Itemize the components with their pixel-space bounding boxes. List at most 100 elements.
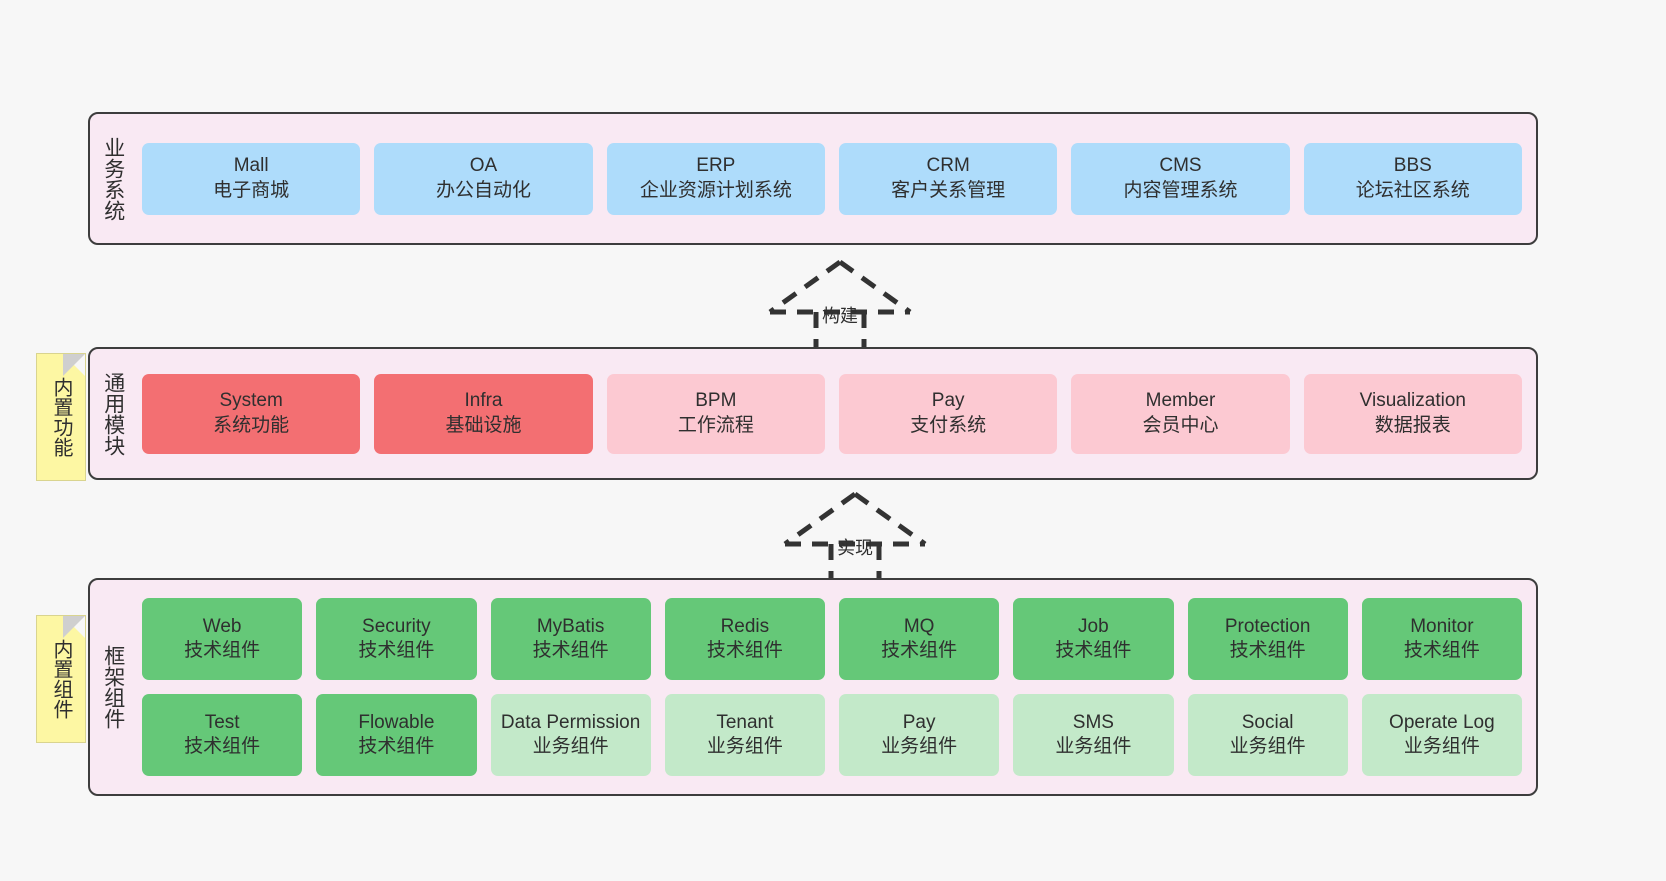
node-title: OA bbox=[469, 155, 498, 177]
node-title: CMS bbox=[1159, 155, 1202, 177]
node-title: SMS bbox=[1072, 711, 1114, 733]
node-social[interactable]: Social 业务组件 bbox=[1187, 694, 1348, 776]
layer-common-modules: 通用模块 System 系统功能 Infra 基础设施 BPM 工作流程 Pay… bbox=[88, 347, 1538, 480]
node-subtitle: 支付系统 bbox=[910, 414, 987, 436]
node-subtitle: 工作流程 bbox=[677, 414, 754, 436]
node-subtitle: 内容管理系统 bbox=[1123, 179, 1238, 201]
node-title: CRM bbox=[926, 155, 970, 177]
node-title: Security bbox=[362, 615, 431, 637]
layer-row: Test 技术组件 Flowable 技术组件 Data Permission … bbox=[142, 694, 1522, 776]
layer-row: System 系统功能 Infra 基础设施 BPM 工作流程 Pay 支付系统… bbox=[142, 373, 1522, 454]
node-crm[interactable]: CRM 客户关系管理 bbox=[838, 142, 1058, 215]
node-title: Web bbox=[202, 615, 242, 637]
node-tenant[interactable]: Tenant 业务组件 bbox=[664, 694, 825, 776]
node-subtitle: 系统功能 bbox=[213, 414, 290, 436]
node-subtitle: 技术组件 bbox=[1055, 640, 1132, 661]
node-operate-log[interactable]: Operate Log 业务组件 bbox=[1361, 694, 1522, 776]
node-oa[interactable]: OA 办公自动化 bbox=[374, 142, 593, 215]
layer-title-framework: 框架组件 bbox=[101, 645, 125, 729]
node-subtitle: 技术组件 bbox=[184, 640, 261, 661]
note-label: 内置功能 bbox=[50, 377, 72, 457]
node-sms[interactable]: SMS 业务组件 bbox=[1013, 694, 1174, 776]
node-title: BPM bbox=[695, 390, 737, 412]
layer-body-modules: System 系统功能 Infra 基础设施 BPM 工作流程 Pay 支付系统… bbox=[136, 349, 1536, 478]
node-pay-component[interactable]: Pay 业务组件 bbox=[839, 694, 1000, 776]
node-system[interactable]: System 系统功能 bbox=[142, 373, 361, 454]
node-cms[interactable]: CMS 内容管理系统 bbox=[1071, 142, 1290, 215]
node-title: BBS bbox=[1393, 155, 1432, 177]
note-label: 内置组件 bbox=[50, 639, 72, 719]
layer-row: Mall 电子商城 OA 办公自动化 ERP 企业资源计划系统 CRM 客户关系… bbox=[142, 142, 1522, 215]
node-subtitle: 客户关系管理 bbox=[891, 179, 1006, 201]
node-title: Pay bbox=[931, 390, 965, 412]
node-title: ERP bbox=[696, 155, 736, 177]
realize-arrow: 实现 bbox=[775, 490, 935, 586]
realize-arrow-label: 实现 bbox=[837, 538, 873, 558]
layer-title-modules: 通用模块 bbox=[101, 371, 125, 456]
node-title: Infra bbox=[464, 390, 503, 412]
node-title: Data Permission bbox=[500, 711, 641, 733]
node-title: Operate Log bbox=[1389, 711, 1495, 733]
layer-framework-components: 框架组件 Web 技术组件 Security 技术组件 MyBatis 技术组件… bbox=[88, 578, 1538, 796]
node-title: Pay bbox=[902, 711, 936, 733]
build-arrow: 构建 bbox=[760, 258, 920, 354]
layer-title-business: 业务系统 bbox=[101, 136, 125, 221]
node-pay[interactable]: Pay 支付系统 bbox=[838, 373, 1058, 454]
node-subtitle: 办公自动化 bbox=[435, 179, 531, 201]
node-subtitle: 业务组件 bbox=[532, 736, 609, 757]
node-security[interactable]: Security 技术组件 bbox=[316, 598, 477, 680]
node-mall[interactable]: Mall 电子商城 bbox=[142, 142, 361, 215]
node-title: Flowable bbox=[358, 711, 435, 733]
node-mq[interactable]: MQ 技术组件 bbox=[839, 598, 1000, 680]
node-title: Social bbox=[1241, 711, 1294, 733]
build-arrow-label: 构建 bbox=[822, 306, 858, 326]
node-subtitle: 论坛社区系统 bbox=[1355, 179, 1470, 201]
layer-business-systems: 业务系统 Mall 电子商城 OA 办公自动化 ERP 企业资源计划系统 CRM… bbox=[88, 112, 1538, 245]
node-title: Member bbox=[1145, 390, 1216, 412]
node-erp[interactable]: ERP 企业资源计划系统 bbox=[606, 142, 825, 215]
layer-body-framework: Web 技术组件 Security 技术组件 MyBatis 技术组件 Redi… bbox=[136, 580, 1536, 794]
node-subtitle: 技术组件 bbox=[358, 736, 435, 757]
node-subtitle: 业务组件 bbox=[1229, 736, 1306, 757]
node-job[interactable]: Job 技术组件 bbox=[1013, 598, 1174, 680]
node-subtitle: 技术组件 bbox=[184, 736, 261, 757]
node-protection[interactable]: Protection 技术组件 bbox=[1187, 598, 1348, 680]
node-subtitle: 基础设施 bbox=[445, 414, 522, 436]
node-visualization[interactable]: Visualization 数据报表 bbox=[1303, 373, 1522, 454]
node-subtitle: 业务组件 bbox=[706, 736, 783, 757]
layer-row: Web 技术组件 Security 技术组件 MyBatis 技术组件 Redi… bbox=[142, 598, 1522, 680]
node-subtitle: 技术组件 bbox=[881, 640, 958, 661]
node-title: Test bbox=[204, 711, 240, 733]
node-subtitle: 业务组件 bbox=[1055, 736, 1132, 757]
node-flowable[interactable]: Flowable 技术组件 bbox=[316, 694, 477, 776]
node-subtitle: 企业资源计划系统 bbox=[639, 179, 792, 201]
node-title: System bbox=[219, 390, 283, 412]
node-bbs[interactable]: BBS 论坛社区系统 bbox=[1303, 142, 1522, 215]
node-title: Visualization bbox=[1359, 390, 1466, 412]
node-subtitle: 数据报表 bbox=[1374, 414, 1451, 436]
node-member[interactable]: Member 会员中心 bbox=[1071, 373, 1290, 454]
layer-body-business: Mall 电子商城 OA 办公自动化 ERP 企业资源计划系统 CRM 客户关系… bbox=[136, 114, 1536, 243]
node-subtitle: 业务组件 bbox=[881, 736, 958, 757]
node-subtitle: 技术组件 bbox=[532, 640, 609, 661]
note-built-in-components: 内置组件 bbox=[36, 615, 86, 743]
node-subtitle: 会员中心 bbox=[1142, 414, 1219, 436]
node-title: Protection bbox=[1224, 615, 1311, 637]
node-title: Monitor bbox=[1410, 615, 1474, 637]
node-web[interactable]: Web 技术组件 bbox=[142, 598, 303, 680]
node-subtitle: 业务组件 bbox=[1403, 736, 1480, 757]
node-title: Mall bbox=[233, 155, 269, 177]
node-subtitle: 技术组件 bbox=[1403, 640, 1480, 661]
node-monitor[interactable]: Monitor 技术组件 bbox=[1361, 598, 1522, 680]
node-data-permission[interactable]: Data Permission 业务组件 bbox=[490, 694, 651, 776]
node-title: MQ bbox=[903, 615, 935, 637]
node-redis[interactable]: Redis 技术组件 bbox=[664, 598, 825, 680]
node-test[interactable]: Test 技术组件 bbox=[142, 694, 303, 776]
node-bpm[interactable]: BPM 工作流程 bbox=[606, 373, 825, 454]
node-subtitle: 技术组件 bbox=[358, 640, 435, 661]
note-built-in-functions: 内置功能 bbox=[36, 353, 86, 481]
node-title: Tenant bbox=[716, 711, 774, 733]
node-infra[interactable]: Infra 基础设施 bbox=[374, 373, 593, 454]
node-title: Job bbox=[1078, 615, 1109, 637]
node-mybatis[interactable]: MyBatis 技术组件 bbox=[490, 598, 651, 680]
